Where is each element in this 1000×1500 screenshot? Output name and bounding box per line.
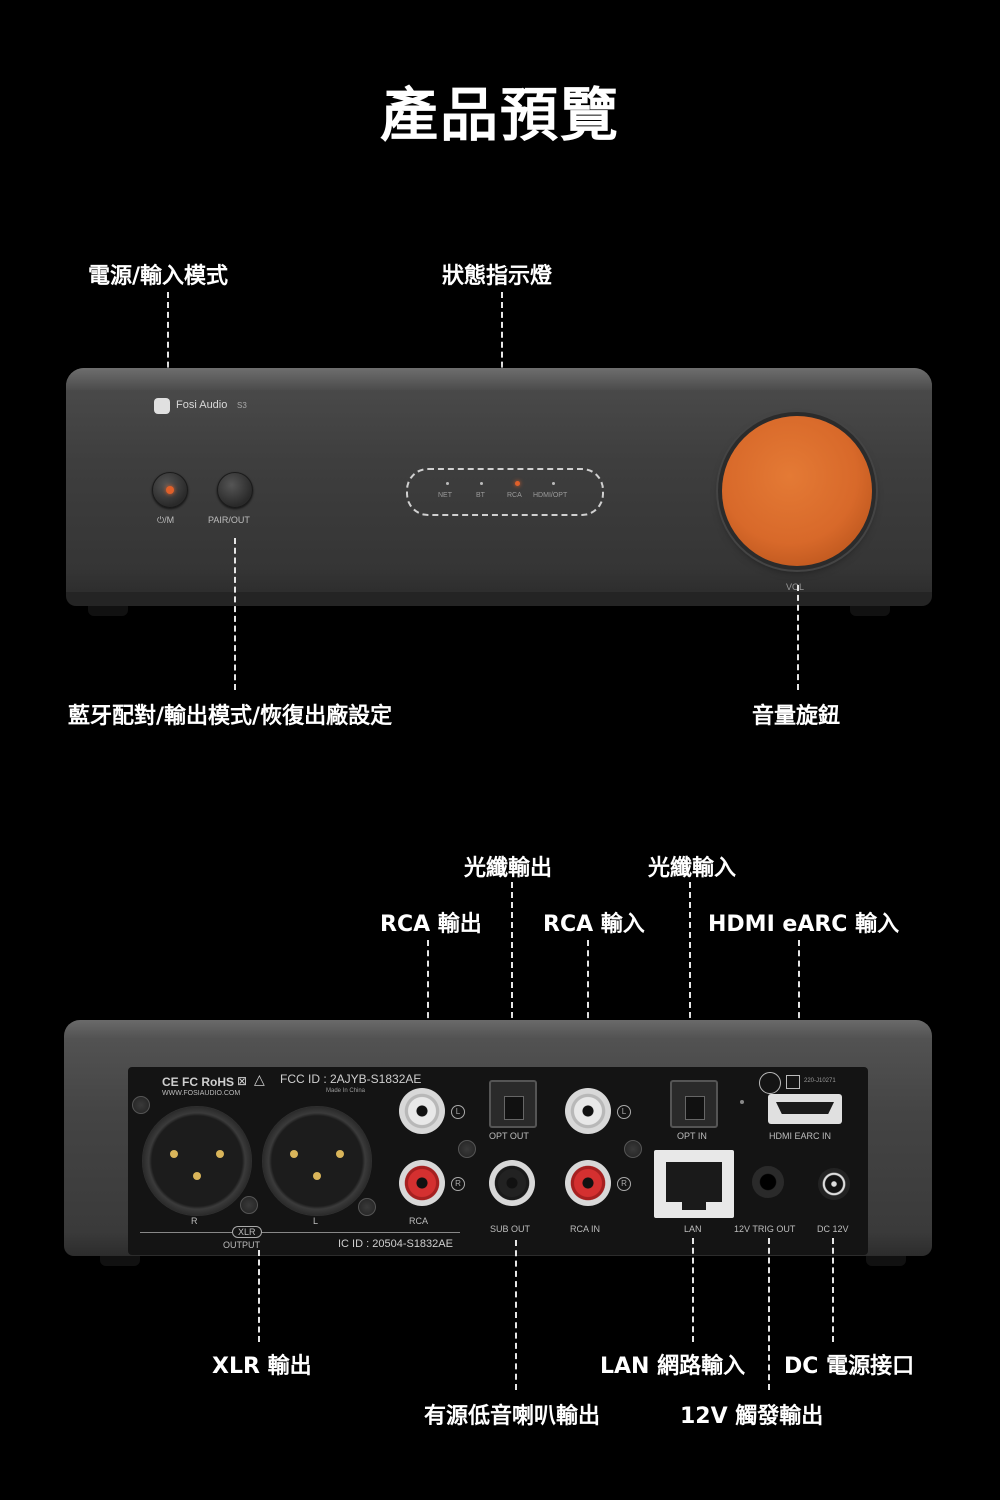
website-text: WWW.FOSIAUDIO.COM [162,1090,241,1097]
callout-opt-in: 光纖輸入 [648,856,737,881]
pair-out-button[interactable] [217,472,253,508]
leader-line-pair [234,538,236,690]
brand-name: Fosi Audio [176,399,228,411]
leader-line-hdmi [798,940,800,1080]
hdmi-earc-port[interactable] [768,1094,842,1124]
screw-icon [358,1198,376,1216]
ic-id: IC ID : 20504-S1832AE [338,1238,453,1250]
callout-pair-reset: 藍牙配對/輸出模式/恢復出廠設定 [68,704,393,729]
leader-line-dc [832,1238,834,1342]
xlr-right-output[interactable] [142,1106,252,1216]
screw-icon [624,1140,642,1158]
sub-out-jack[interactable] [489,1160,535,1206]
rca-in-right-jack[interactable] [565,1160,611,1206]
output-label: OUTPUT [223,1240,260,1250]
brand-logo-icon [154,398,170,414]
volume-knob-label: VOL [786,582,805,592]
kc-mark-icon [786,1075,800,1089]
callout-xlr-out: XLR 輸出 [212,1354,312,1379]
opt-in-label: OPT IN [677,1131,707,1141]
leader-line-lan [692,1238,694,1342]
xlr-l-label: L [313,1216,319,1226]
weee-icon: ⊠ [237,1074,248,1088]
led-bt-icon [480,482,483,485]
safety-mark-icon [759,1072,781,1094]
screw-icon [132,1096,150,1114]
rca-in-label: RCA IN [570,1224,601,1234]
leader-line-opt-out [511,882,513,1078]
power-button-label: ⏻/M [157,515,175,525]
xlr-label: XLR [232,1226,262,1238]
power-mode-button[interactable] [152,472,188,508]
volume-knob[interactable] [722,416,872,566]
callout-hdmi-earc: HDMI eARC 輸入 [708,912,900,937]
hdmi-label: HDMI EARC IN [769,1131,832,1141]
xlr-r-label: R [191,1216,198,1226]
brand-model: S3 [237,401,247,410]
output-divider [140,1232,460,1233]
optical-in-port[interactable] [670,1080,718,1128]
led-rca-icon [515,481,520,486]
sub-out-label: SUB OUT [490,1224,531,1234]
status-led-group [406,468,604,516]
rca-out-l-mark: L [451,1105,465,1119]
callout-volume-knob: 音量旋鈕 [752,704,841,729]
screw-icon [240,1196,258,1214]
callout-rca-out: RCA 輸出 [380,912,482,937]
callout-opt-out: 光纖輸出 [464,856,553,881]
rca-in-left-jack[interactable] [565,1088,611,1134]
led-label-bt: BT [476,492,485,499]
led-label-hdmi: HDMI/OPT [533,492,568,499]
callout-sub-out: 有源低音喇叭輸出 [424,1404,601,1429]
foot-right [850,606,890,616]
rca-out-left-jack[interactable] [399,1088,445,1134]
optical-out-port[interactable] [489,1080,537,1128]
trigger-out-label: 12V TRIG OUT [734,1224,796,1234]
screw-icon [458,1140,476,1158]
leader-line-volume [797,585,799,690]
opt-out-label: OPT OUT [489,1131,529,1141]
lan-port[interactable] [654,1150,734,1218]
leader-line-sub [515,1240,517,1390]
rca-out-right-jack[interactable] [399,1160,445,1206]
callout-dc: DC 電源接口 [784,1354,915,1379]
led-label-rca: RCA [507,492,522,499]
registration-number: 220-J10271 [804,1078,836,1084]
callout-rca-in: RCA 輸入 [543,912,645,937]
page-title: 產品預覽 [379,81,620,149]
leader-line-rca-out [427,940,429,1080]
lan-label: LAN [684,1224,702,1234]
led-hdmi-icon [552,482,555,485]
leader-line-rca-in [587,940,589,1080]
callout-status-led: 狀態指示燈 [442,264,553,289]
led-net-icon [446,482,449,485]
leader-line-trig [768,1238,770,1390]
rear-foot-left [100,1256,140,1266]
made-in-text: Made In China [326,1088,366,1094]
indicator-dot-icon [740,1100,744,1104]
leader-line-xlr [258,1250,260,1342]
power-led-icon [166,486,174,494]
trigger-out-jack[interactable] [752,1166,784,1198]
callout-power-mode: 電源/輸入模式 [88,264,229,289]
front-bottom-edge [66,592,932,606]
dc-power-jack[interactable] [818,1168,850,1200]
leader-line-opt-in [689,882,691,1078]
rcm-icon: △ [254,1072,265,1088]
callout-trig-out: 12V 觸發輸出 [680,1404,824,1429]
rca-out-r-mark: R [451,1177,465,1191]
certification-marks: CE FC RoHS [162,1075,234,1089]
led-label-net: NET [438,492,452,499]
foot-left [88,606,128,616]
xlr-left-output[interactable] [262,1106,372,1216]
dc-label: DC 12V [817,1224,849,1234]
pair-button-label: PAIR/OUT [208,515,250,525]
callout-lan: LAN 網路輸入 [600,1354,746,1379]
front-top-edge [66,368,932,390]
rca-in-l-mark: L [617,1105,631,1119]
fcc-id: FCC ID : 2AJYB-S1832AE [280,1072,422,1086]
rca-out-label: RCA [409,1216,429,1226]
rca-in-r-mark: R [617,1177,631,1191]
rear-foot-right [866,1256,906,1266]
